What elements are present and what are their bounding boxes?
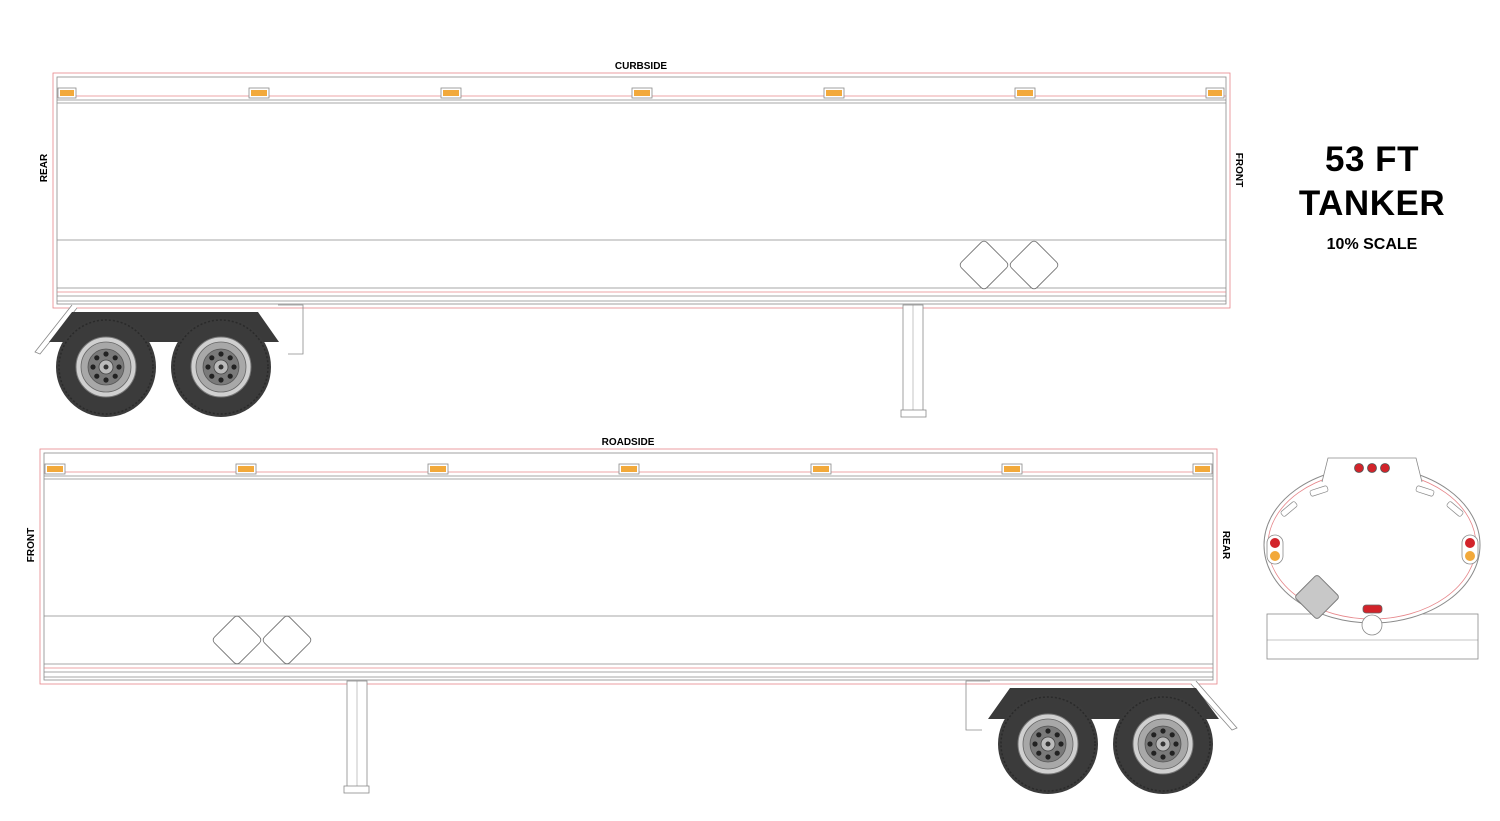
title-block: 53 FT TANKER 10% SCALE (1272, 138, 1472, 254)
marker-lamp-icon (810, 463, 832, 475)
hitch-ring (1361, 614, 1383, 636)
title-size: 53 FT (1325, 140, 1419, 179)
mud-flap-bracket (278, 304, 304, 355)
marker-lamp-icon (427, 463, 449, 475)
tail-light-icon (1266, 534, 1284, 565)
marker-lamp-icon (631, 87, 653, 99)
placard-diamond-icon (262, 615, 312, 665)
marker-lamp-icon (823, 87, 845, 99)
curbside-bleed-outline (52, 72, 1231, 309)
curbside-view: CURBSIDE REAR FRONT (34, 61, 1244, 418)
placard-diamond-icon (1009, 240, 1059, 290)
license-lamp (1362, 604, 1383, 614)
roadside-bleed-outline (39, 448, 1218, 685)
rear-bumper (1190, 680, 1238, 731)
landing-gear (343, 680, 370, 794)
marker-lamp-icon (235, 463, 257, 475)
roadside-trim-outline (43, 452, 1214, 681)
rear-view (1263, 457, 1481, 660)
landing-gear (900, 304, 927, 418)
scale-label: 10% SCALE (1326, 236, 1418, 253)
roadside-label: ROADSIDE (602, 437, 655, 448)
wheel-icon (56, 317, 156, 417)
wheel-icon (171, 317, 271, 417)
curbside-rear-label: REAR (39, 153, 50, 182)
marker-lamp-icon (1001, 463, 1023, 475)
wheel-icon (1113, 694, 1213, 794)
curbside-label: CURBSIDE (615, 61, 668, 72)
curbside-front-label: FRONT (1233, 153, 1244, 187)
curbside-trim-outline (56, 76, 1227, 305)
marker-lamp-icon (1014, 87, 1036, 99)
roadside-rear-label: REAR (1220, 531, 1231, 560)
roadside-view: ROADSIDE FRONT REAR (26, 437, 1238, 794)
marker-lamp-icon (57, 87, 77, 99)
wheel-icon (998, 694, 1098, 794)
placard-diamond-icon (212, 615, 262, 665)
marker-lamp-icon (1205, 87, 1225, 99)
tail-light-icon (1354, 463, 1390, 473)
placard-diamond-icon (959, 240, 1009, 290)
placard-diamond-icon (1295, 575, 1339, 619)
title-type: TANKER (1298, 184, 1446, 223)
marker-lamp-icon (248, 87, 270, 99)
roadside-front-label: FRONT (26, 528, 37, 562)
marker-lamp-icon (44, 463, 66, 475)
marker-lamp-icon (440, 87, 462, 99)
marker-lamp-icon (1192, 463, 1213, 475)
tail-light-icon (1461, 534, 1479, 565)
marker-lamp-icon (618, 463, 640, 475)
mud-flap-bracket (965, 680, 990, 731)
